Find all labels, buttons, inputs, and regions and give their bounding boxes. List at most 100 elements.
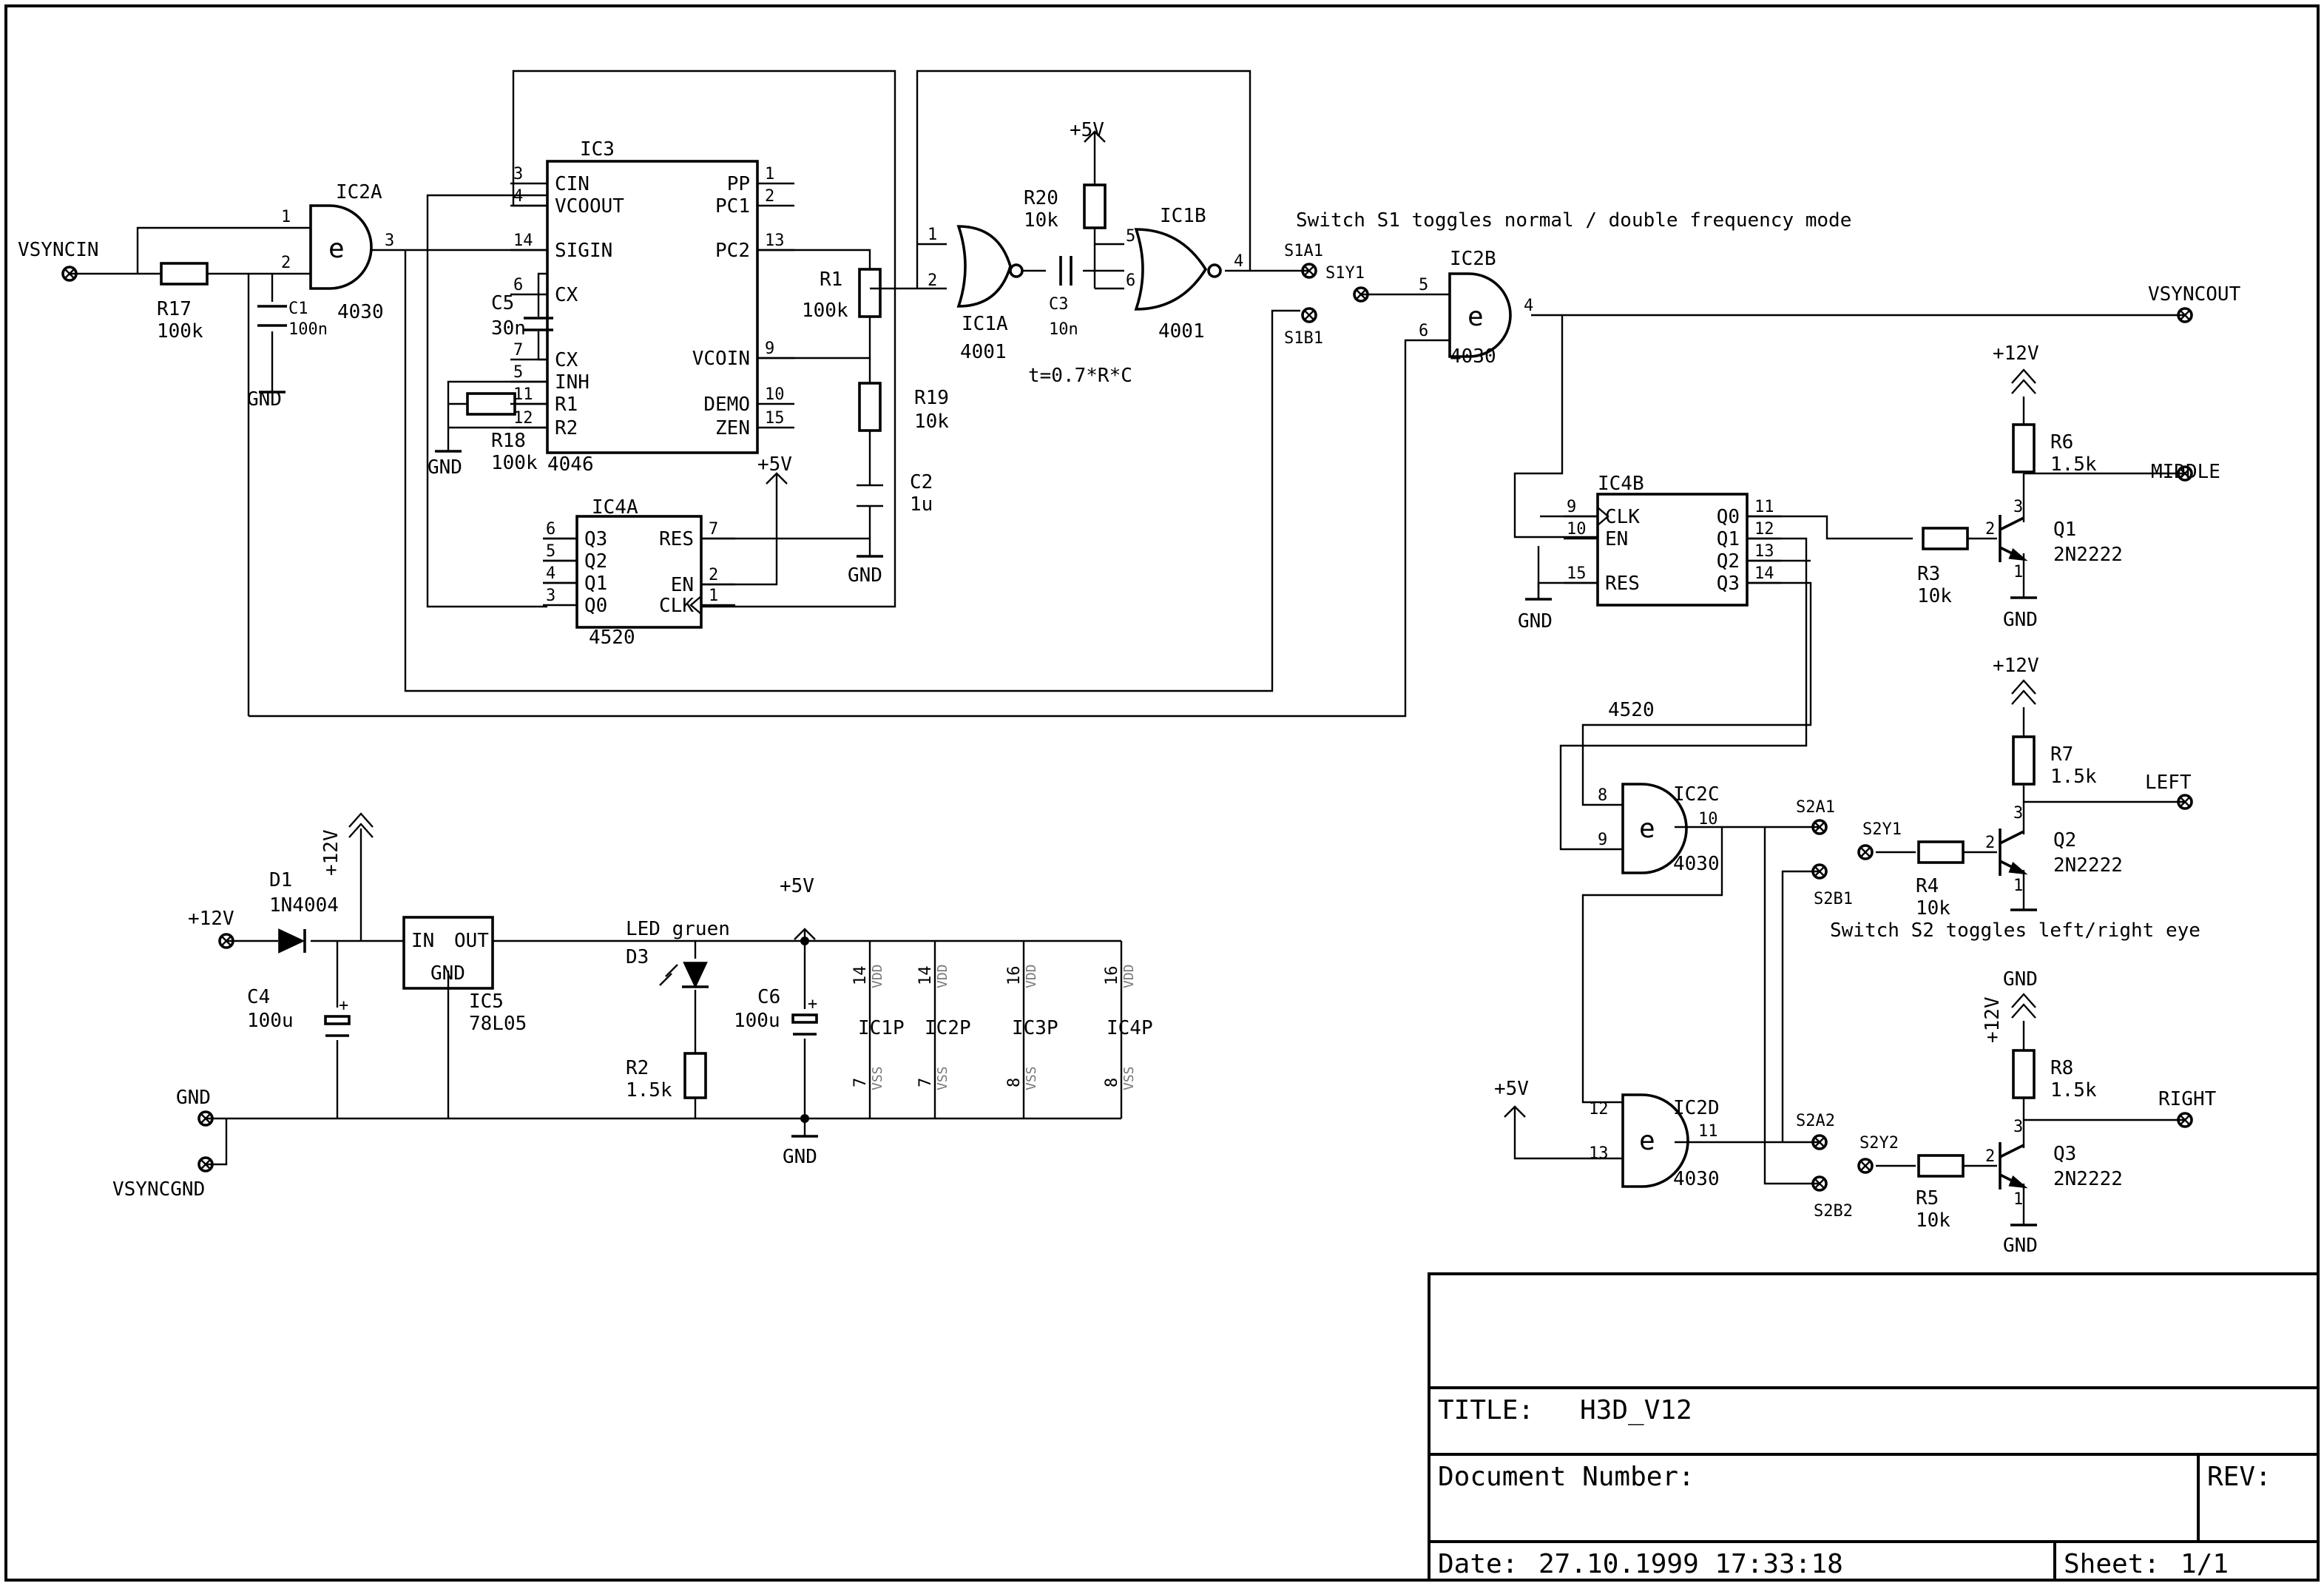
sheet-value: 1/1 <box>2181 1549 2229 1579</box>
pin-label: R1 <box>555 394 578 416</box>
capacitor-c5: C5 30n <box>491 292 553 340</box>
supply-gnd-q3-top-label: GND <box>2003 968 2038 991</box>
r1-name: R1 <box>820 269 842 291</box>
q3-name: Q3 <box>2053 1143 2076 1165</box>
r5-name: R5 <box>1916 1187 1939 1209</box>
connector-terminal <box>61 266 78 282</box>
pin-number: 2 <box>1985 1147 1995 1166</box>
terminal-cross <box>1304 266 1314 276</box>
pin-number: 7 <box>709 520 718 539</box>
revision-label: REV: <box>2207 1462 2271 1492</box>
supply-arrow <box>2011 679 2036 695</box>
s1a1-label: S1A1 <box>1284 242 1323 260</box>
gate-ic2c-type: 4030 <box>1673 853 1720 875</box>
resistor-r1 <box>858 268 882 318</box>
pin-number: 15 <box>1567 564 1587 583</box>
supply-5v-ic2d: +5V <box>1494 1078 1529 1118</box>
pin-label: Q1 <box>1717 528 1740 550</box>
pin-number: 2 <box>765 187 774 206</box>
resistor-r6 <box>2012 423 2036 473</box>
d1-type: 1N4004 <box>269 894 339 917</box>
connector-terminal <box>2177 1112 2193 1128</box>
date-label: Date: <box>1438 1549 1518 1579</box>
pin-label: ZEN <box>715 417 750 439</box>
connector-labels: VSYNCIN VSYNCOUT MIDDLE LEFT RIGHT +12V … <box>18 239 2241 1221</box>
pin-number: 9 <box>1567 498 1576 516</box>
pin-number: 10 <box>1698 810 1718 829</box>
connector-terminal <box>2177 307 2193 323</box>
ground-c1: GND <box>247 388 286 411</box>
pin-number: 13 <box>1589 1144 1609 1163</box>
s2a2-label: S2A2 <box>1796 1112 1835 1130</box>
pin-number: 3 <box>385 232 394 250</box>
vsyncgnd-label: VSYNCGND <box>112 1178 205 1201</box>
xor-symbol: e <box>1639 814 1655 844</box>
connector-terminal <box>1857 1158 1874 1174</box>
r19-name: R19 <box>914 387 949 409</box>
q1-type: 2N2222 <box>2053 544 2123 566</box>
terminal-ring <box>197 1110 214 1127</box>
terminal-cross <box>1304 310 1314 320</box>
gate-ic2d-type: 4030 <box>1673 1168 1720 1190</box>
pin-label: RES <box>1605 573 1640 595</box>
connector-terminal <box>2177 794 2193 810</box>
capacitor-c2: C2 1u <box>857 471 933 516</box>
pin-label: Q2 <box>584 550 607 573</box>
s2y1-label: S2Y1 <box>1862 820 1902 839</box>
vsyncout-label: VSYNCOUT <box>2148 283 2241 306</box>
pin-label: Q0 <box>1717 506 1740 528</box>
gate-ic2d: e IC2D 4030 12 13 11 <box>1589 1093 1720 1190</box>
capacitor-c1: C1 100n <box>257 300 328 339</box>
supply-arrow <box>2011 379 2036 394</box>
notes: Switch S1 toggles normal / double freque… <box>1028 209 2200 942</box>
pin-number: 2 <box>709 566 718 584</box>
ic4b-name: IC4B <box>1598 473 1644 495</box>
ic4a-name: IC4A <box>592 496 638 519</box>
connector-terminal <box>1811 1175 1828 1192</box>
gate-ic2a-type: 4030 <box>337 301 384 323</box>
vdd-pin-number: 14 <box>851 966 870 986</box>
pin-label: EN <box>1605 528 1628 550</box>
gate-ic1a: IC1A 4001 1 2 <box>928 225 1024 363</box>
q1-name: Q1 <box>2053 519 2076 541</box>
pin-number: 1 <box>2013 1190 2023 1209</box>
c6-plus: + <box>808 995 817 1013</box>
pin-number: 11 <box>1698 1122 1718 1141</box>
pin-number: 14 <box>513 232 533 250</box>
wires <box>70 70 2185 1225</box>
diodes: D1 1N4004 LED gruen D3 <box>269 869 730 989</box>
supply-12v-q1-label: +12V <box>1993 342 2039 365</box>
supply-5v-ic4a-label: +5V <box>757 453 792 476</box>
gate-ic2c: e IC2C 4030 8 9 10 <box>1598 783 1720 875</box>
pin-number: 4 <box>1234 252 1243 271</box>
c3-name: C3 <box>1049 295 1069 314</box>
supply-arrow <box>348 823 374 838</box>
ic5-name: IC5 <box>469 991 504 1013</box>
pin-number: 12 <box>1754 520 1774 539</box>
supply-12v-input <box>348 812 374 838</box>
pin-number: 5 <box>546 542 555 561</box>
timing-note: t=0.7*R*C <box>1028 365 1132 387</box>
terminal-cross <box>1814 1137 1825 1147</box>
power-ic-name: IC2P <box>925 1017 971 1039</box>
transistor-q1: Q1 2N2222 3 2 1 <box>1985 498 2123 581</box>
title-block: TITLE: H3D_V12 Document Number: REV: Dat… <box>1428 1272 2320 1582</box>
supply-12v-q1: +12V <box>1993 342 2039 394</box>
connector-terminal <box>1811 1134 1828 1150</box>
pin-number: 3 <box>513 165 523 183</box>
supply-arrow <box>1084 130 1106 143</box>
ground-ic4b-label: GND <box>1518 610 1553 632</box>
r18-name: R18 <box>491 430 526 452</box>
supply-12v-q3-label: +12V <box>1982 996 2004 1043</box>
pin-number: 13 <box>1754 542 1774 561</box>
terminal-ring <box>1301 263 1317 279</box>
r5-value: 10k <box>1916 1209 1950 1232</box>
gate-ic2b-type: 4030 <box>1450 345 1496 368</box>
pin-label: Q0 <box>584 595 607 617</box>
ic5-type: 78L05 <box>469 1013 527 1035</box>
pin-label: Q3 <box>584 528 607 550</box>
q2-name: Q2 <box>2053 829 2076 851</box>
connector-terminal <box>197 1156 214 1172</box>
